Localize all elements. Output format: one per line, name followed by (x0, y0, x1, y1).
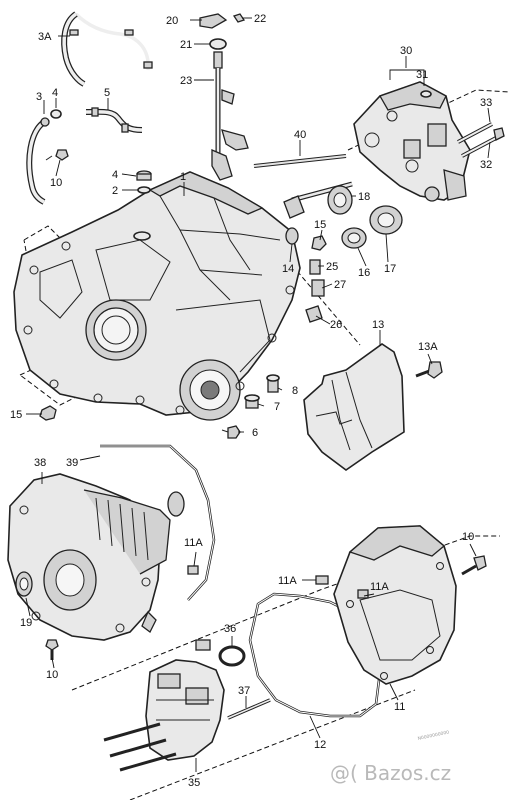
callout-39: 39 (66, 457, 78, 469)
shaft-40 (253, 154, 347, 168)
callout-10-top: 10 (50, 177, 62, 189)
callout-26: 26 (330, 319, 342, 331)
bolt-13a (415, 361, 443, 379)
callout-2: 2 (112, 185, 118, 197)
bolt-37 (227, 698, 271, 720)
callout-3: 3 (36, 91, 42, 103)
callout-37: 37 (238, 685, 250, 697)
callout-13: 13 (372, 319, 384, 331)
callout-12: 12 (314, 739, 326, 751)
cover-11 (333, 525, 457, 685)
gearbox-housing (13, 171, 301, 421)
breather-hose-3 (26, 117, 50, 205)
bearing-17 (369, 205, 403, 235)
watermark-text: @( Bazos.cz (330, 761, 451, 785)
callout-20: 20 (166, 15, 178, 27)
gasket-39 (100, 444, 216, 601)
plug-4 (136, 170, 152, 181)
callout-18: 18 (358, 191, 370, 203)
bolt-32 (461, 127, 505, 158)
callout-11a-mid: 11A (278, 575, 297, 587)
sensor-25 (309, 259, 321, 275)
plug-8 (266, 374, 280, 393)
callout-11a-right: 11A (370, 581, 389, 593)
assembly-dashed-line-bottom-2 (129, 689, 416, 800)
diagram-code: N0000000000 (417, 729, 450, 742)
seal-16 (341, 227, 367, 249)
callout-23: 23 (180, 75, 192, 87)
callout-33: 33 (480, 97, 492, 109)
callout-22: 22 (254, 13, 266, 25)
clutch-assembly-38 (7, 473, 185, 641)
assembly-dashed-line-right (291, 264, 361, 346)
callout-35: 35 (188, 777, 200, 789)
clip-4 (50, 109, 62, 119)
callout-11: 11 (394, 701, 405, 713)
callout-14: 14 (282, 263, 294, 275)
callout-17: 17 (384, 263, 396, 275)
ring-14 (285, 227, 299, 245)
leader-lines (25, 17, 491, 772)
seal-36 (218, 645, 246, 667)
seal-2 (137, 186, 151, 194)
callout-3a: 3A (38, 31, 52, 43)
connector-27 (311, 279, 325, 297)
callout-8: 8 (292, 385, 298, 397)
transfer-case-30 (353, 81, 471, 202)
bolt-6 (221, 425, 241, 439)
callout-25: 25 (326, 261, 338, 273)
callout-38: 38 (34, 457, 46, 469)
callout-13a: 13A (418, 341, 438, 353)
callout-30: 30 (400, 45, 412, 57)
callout-15-left: 15 (10, 409, 22, 421)
breather-hose-3a (61, 11, 153, 87)
callout-36: 36 (224, 623, 236, 635)
callout-15-right: 15 (314, 219, 326, 231)
callout-4-top: 4 (52, 87, 58, 99)
nut-15-right (311, 235, 327, 251)
callout-7: 7 (274, 401, 280, 413)
callout-labels: 3A 20 22 21 30 31 23 3 4 5 33 40 10 32 4… (10, 13, 492, 789)
selector-shaft (199, 13, 249, 181)
callout-27: 27 (334, 279, 346, 291)
callout-11a-left: 11A (184, 537, 203, 549)
bearing-18 (327, 185, 353, 215)
switch-26 (305, 305, 323, 323)
callout-4-mid: 4 (112, 169, 118, 181)
bolt-33 (457, 122, 493, 144)
assembly-dashed-line-top-right (347, 89, 511, 151)
valve-body-35 (103, 639, 225, 772)
bazos-watermark: @( Bazos.cz (330, 761, 451, 785)
callout-10-lower: 10 (46, 669, 58, 681)
callout-31: 31 (416, 69, 428, 81)
bolt-10-lower-left (45, 639, 59, 660)
callout-21: 21 (180, 39, 192, 51)
nut-15-left (39, 405, 57, 421)
callout-1: 1 (180, 171, 186, 183)
plug-7 (244, 394, 260, 409)
callout-16: 16 (358, 267, 370, 279)
callout-6: 6 (252, 427, 258, 439)
callout-10-right: 10 (462, 531, 474, 543)
callout-5: 5 (104, 87, 110, 99)
callout-32: 32 (480, 159, 492, 171)
bolt-10-right (461, 555, 487, 576)
breather-hose-5 (85, 107, 143, 133)
callout-19: 19 (20, 617, 32, 629)
bolt-10-top (45, 149, 69, 161)
heat-shield-13 (303, 343, 405, 471)
pin-11a-left (187, 565, 199, 575)
callout-40: 40 (294, 129, 306, 141)
seal-19 (15, 571, 33, 597)
